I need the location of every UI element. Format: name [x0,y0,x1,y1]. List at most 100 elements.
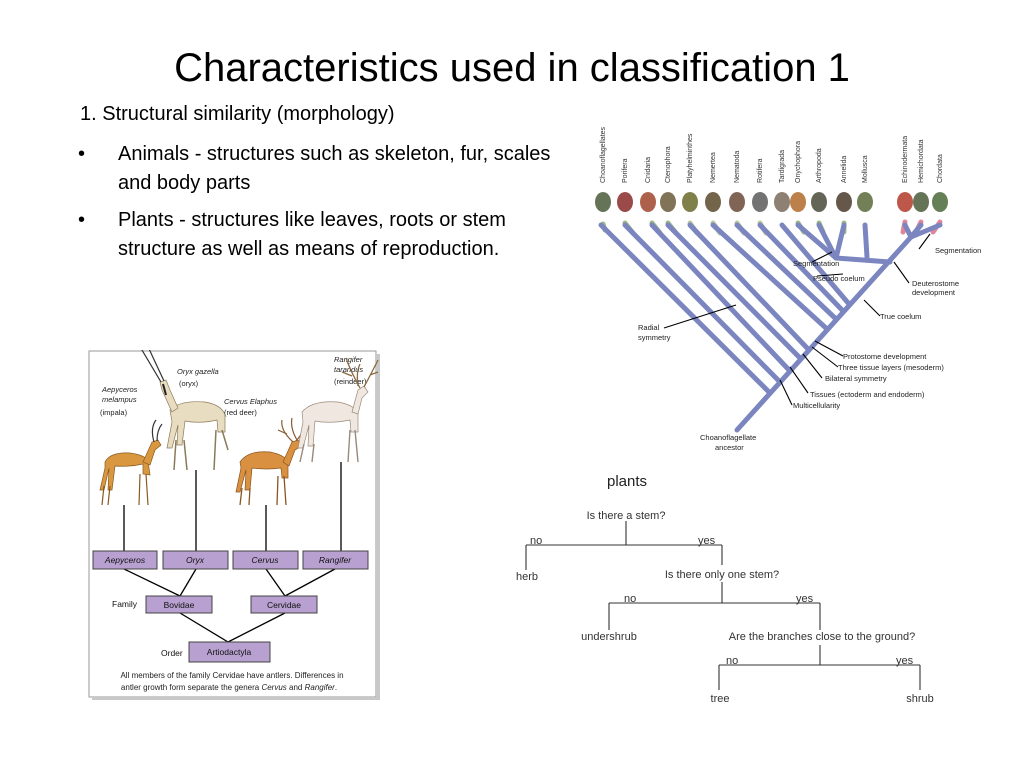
oryx-illustration [141,350,229,471]
reindeer-illustration [297,357,379,463]
taxon-label: Arthropoda [816,148,823,183]
figure-shadow [376,354,380,699]
pointer-multicellularity [779,379,793,406]
organism-icon [617,192,633,212]
species-red-deer-common: (red deer) [224,408,257,417]
label-radial-2: symmetry [638,333,671,342]
key-result-herb: herb [516,571,538,583]
branch-nemertea [710,222,830,332]
species-oryx-name: Oryx gazella [177,367,219,376]
branch-nematoda [734,222,839,322]
taxon-label: Nematoda [734,151,741,183]
organism-icon [660,192,676,212]
label-pseudo-coelum: Pseudo coelum [813,274,865,283]
taxon-label: Porifera [622,158,629,183]
branch-chordata [908,222,943,240]
impala-illustration [99,419,163,506]
organism-icon [857,192,873,212]
branch-trunk [734,234,914,433]
organism-icon [729,192,745,212]
pointer-pseudo-coelum [816,273,844,277]
label-three-tissue: Three tissue layers (mesoderm) [838,363,944,372]
organism-icon [897,192,913,212]
label-protostome: Protostome development [843,352,927,361]
branch-ctenophora [665,222,803,361]
key-question-3: Are the branches close to the ground? [729,631,916,643]
organism-icon [790,192,806,212]
order-box-artiodactyla [188,641,271,663]
bullet-marker: • [78,209,86,231]
edge-cervidae-artiodactyla [227,612,286,643]
family-label: Family [112,599,138,609]
branch-annelida [833,222,847,261]
species-reindeer-name-2: tarandus [334,365,363,374]
pointer-segmentation-right [918,233,931,250]
organism-icon [705,192,721,212]
taxon-label: Cnidaria [645,157,652,183]
key-q1-yes: yes [698,535,716,547]
label-segmentation-right: Segmentation [935,246,981,255]
label-tissues: Tissues (ectoderm and endoderm) [810,390,925,399]
taxon-label: Chordata [937,154,944,183]
label-bilateral: Bilateral symmetry [825,374,887,383]
plant-key-diagram: plants Is there a stem? no yes herb Is t… [516,473,934,705]
order-label: Order [161,648,183,658]
figure-shadow [92,697,380,700]
key-q3-yes: yes [896,655,914,667]
deer-classification-figure: Aepyceros melampus (impala) Oryx gazella… [88,350,380,700]
label-segmentation-left: Segmentation [793,259,839,268]
edge-aepyceros-bovidae [123,568,181,597]
organism-icon [932,192,948,212]
branch-mollusca [862,222,870,260]
bullet-text: Animals - structures such as skeleton, f… [118,143,551,194]
organism-icon [752,192,768,212]
branch-platyhelminthes [687,222,811,352]
key-q2-no: no [624,593,636,605]
label-radial-1: Radial [638,323,660,332]
key-result-tree: tree [711,693,730,705]
edge-bovidae-artiodactyla [179,612,229,643]
genus-rangifer: Rangifer [319,555,352,565]
key-q3-no: no [726,655,738,667]
character-pointers [663,233,931,406]
taxon-label: Choanoflagellates [600,126,607,183]
slide-title: Characteristics used in classification 1 [174,46,850,90]
pointer-deuterostome [893,261,910,284]
pointer-radial-symmetry [663,304,737,329]
family-box-cervidae [250,595,318,614]
branch-arthropoda [816,222,839,261]
branch-onychophora [795,222,839,261]
branch-tardigrada [779,222,852,307]
species-impala-common: (impala) [100,408,128,417]
family-cervidae: Cervidae [267,600,301,610]
branch-protostome-join [833,255,893,265]
pointer-bilateral [802,353,823,379]
organism-icons [595,192,948,212]
edge-oryx-bovidae [179,568,197,597]
species-oryx-common: (oryx) [179,379,199,388]
bullet-marker: • [78,143,86,165]
species-impala-name-2: melampus [102,395,137,404]
key-q2-yes: yes [796,593,814,605]
key-result-shrub: shrub [906,693,934,705]
key-q1-no: no [530,535,542,547]
species-impala-name-1: Aepyceros [101,385,138,394]
branch-rotifera [757,222,846,314]
taxon-label: Ctenophora [665,146,672,183]
organism-icon [595,192,611,212]
branch-choanoflagellates [598,222,772,395]
bullet-text: Plants - structures like leaves, roots o… [118,209,506,260]
genus-box-rangifer [302,550,369,570]
taxon-label: Nemertea [710,152,717,183]
pointer-tissues [789,366,809,394]
family-box-bovidae [145,595,213,614]
pointer-true-coelum [863,299,881,317]
genus-oryx: Oryx [186,555,205,565]
pointer-three-tissue [811,346,839,368]
key-question-2: Is there only one stem? [665,569,779,581]
branch-cnidaria [649,222,792,373]
organism-icon [913,192,929,212]
pointer-segmentation-left [811,251,833,263]
